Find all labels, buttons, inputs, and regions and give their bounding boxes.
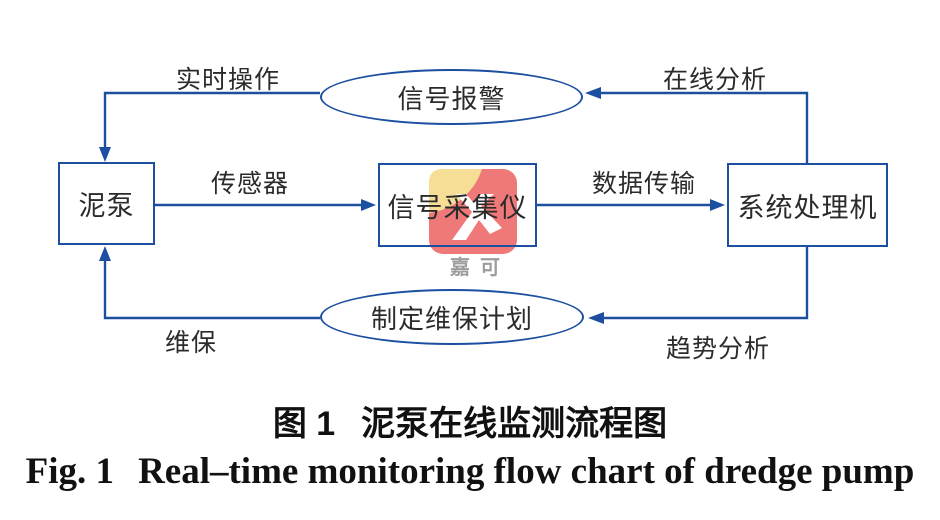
figure-caption-en-number: Fig. 1 — [25, 451, 115, 492]
node-signal-alarm: 信号报警 — [320, 69, 583, 125]
arrow-maintenance — [103, 261, 320, 320]
watermark-text: 嘉可 — [450, 257, 510, 279]
edge-label-trend-analysis: 趋势分析 — [665, 336, 770, 363]
node-system-processor-label: 系统处理机 — [737, 192, 878, 223]
node-signal-collector: 信号采集仪 — [378, 163, 537, 247]
arrow-realtime-operation — [103, 91, 320, 148]
arrowhead-left-plan-right — [588, 312, 604, 324]
flow-arrows — [99, 87, 809, 324]
node-pump-label: 泥泵 — [78, 191, 135, 221]
arrowhead-left-alarm-right — [585, 87, 601, 99]
figure-caption-zh-number: 图 1 — [272, 405, 336, 443]
edge-label-realtime-operation: 实时操作 — [175, 67, 280, 94]
arrow-online-analysis — [600, 91, 809, 163]
node-signal-collector-label: 信号采集仪 — [387, 192, 528, 223]
figure-caption-zh-title: 泥泵在线监测流程图 — [361, 405, 668, 443]
arrow-trend-analysis — [603, 247, 809, 320]
figure-caption-en: Fig. 1 Real–time monitoring flow chart of… — [0, 450, 940, 493]
arrowhead-right-processor — [710, 199, 725, 211]
arrowhead-right-collector — [361, 199, 376, 211]
watermark-logo-icon — [429, 169, 517, 254]
figure-caption-en-title: Real–time monitoring flow chart of dredg… — [138, 451, 915, 492]
node-maintenance-plan-label: 制定维保计划 — [370, 304, 533, 334]
arrowhead-down-pump-top — [99, 147, 111, 162]
node-signal-alarm-label: 信号报警 — [397, 84, 506, 114]
edge-label-sensor: 传感器 — [210, 171, 289, 198]
node-pump: 泥泵 — [58, 162, 155, 245]
arrowhead-up-pump-bottom — [99, 246, 111, 261]
edge-label-data-transmission: 数据传输 — [591, 171, 696, 198]
edge-label-maintenance: 维保 — [164, 330, 217, 357]
node-maintenance-plan: 制定维保计划 — [320, 289, 584, 345]
node-system-processor: 系统处理机 — [727, 163, 888, 247]
figure-caption-zh: 图 1 泥泵在线监测流程图 — [0, 396, 940, 445]
edge-label-online-analysis: 在线分析 — [662, 67, 767, 94]
